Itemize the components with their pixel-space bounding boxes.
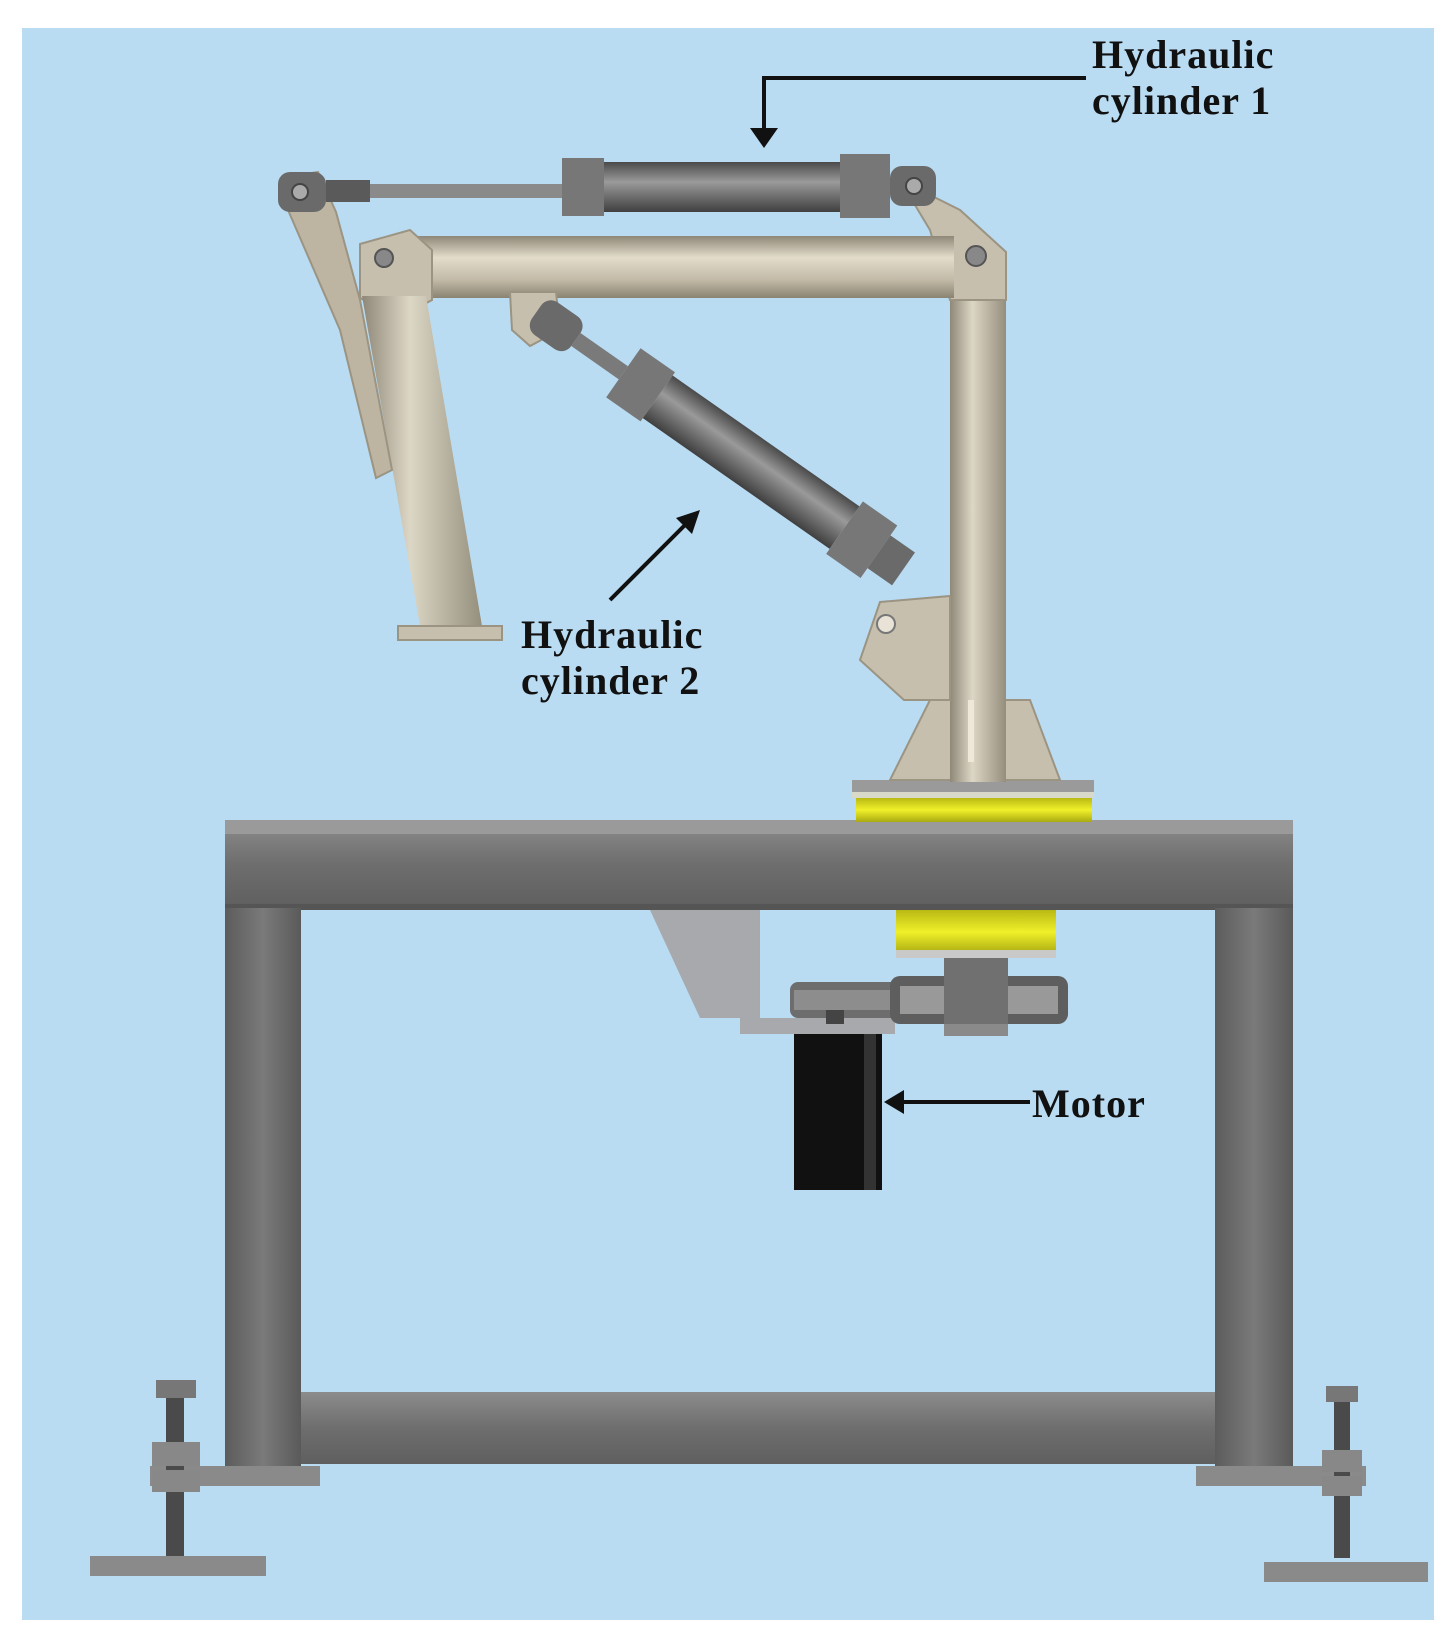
label-hydraulic-cylinder-1: Hydraulic cylinder 1 [1092,32,1274,124]
leveling-foot-right [1264,1386,1428,1582]
cylinder1-rod [370,184,562,198]
end-flange [397,625,503,641]
label-cylinder1-line1: Hydraulic [1092,32,1275,77]
label-motor: Motor [1032,1081,1146,1127]
hydraulic-cylinder-1 [278,154,936,218]
robot-arm [280,170,1062,782]
hydraulic-cylinder-2 [529,300,915,586]
tabletop [225,820,1293,908]
label-cylinder1-line2: cylinder 1 [1092,78,1272,123]
leveling-foot-left [90,1380,266,1576]
cylinder1-barrel [604,162,840,212]
upper-arm-tube [400,236,954,298]
gear-assembly [790,958,1068,1036]
motor-bracket [650,910,895,1034]
label-cylinder2-line2: cylinder 2 [521,658,701,703]
label-cylinder2-line1: Hydraulic [521,612,704,657]
lower-crossbar [301,1392,1215,1464]
vertical-column [950,262,1006,782]
table-leg-left [225,908,301,1470]
table-frame [150,820,1366,1486]
forearm-tube [362,296,482,626]
bearing-upper [856,798,1092,822]
label-hydraulic-cylinder-2: Hydraulic cylinder 2 [521,612,703,704]
arrow-pointer-cylinder1 [750,76,1086,148]
cylinder2-barrel [642,375,860,549]
arrow-pointer-cylinder2 [608,510,700,602]
turntable [852,780,1094,958]
arrow-pointer-motor [884,1090,1030,1114]
table-leg-right [1215,908,1293,1470]
label-motor-text: Motor [1032,1081,1146,1126]
bearing-lower [896,910,1056,954]
